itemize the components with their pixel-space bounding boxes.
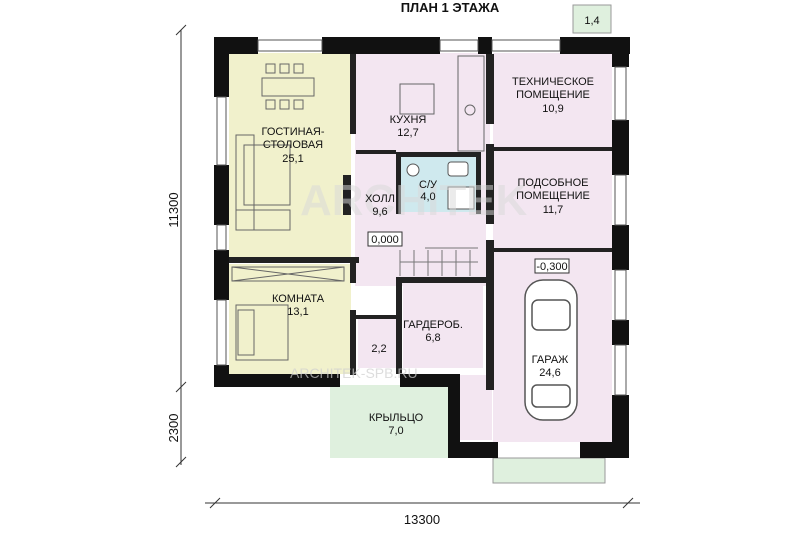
room-label: КОМНАТА (272, 293, 325, 305)
car-icon (524, 279, 578, 421)
garage-level-box (534, 258, 570, 274)
floor-level-box (367, 231, 403, 247)
porch-fill (330, 385, 448, 458)
kitchen-label: КУХНЯ (390, 114, 427, 126)
utility-room-label: ПОДСОБНОЕ (518, 177, 589, 189)
bathroom-label: С/У (419, 179, 438, 191)
porch-label: КРЫЛЬЦО (369, 412, 424, 424)
inner-walls (229, 54, 612, 390)
tech-room-fill (493, 53, 612, 148)
room-fills (229, 4, 612, 484)
watermark: ARCHITEK (300, 176, 528, 225)
tech-room-area: 10,9 (542, 103, 563, 115)
wardrobe-label: ГАРДЕРОБ. (403, 319, 463, 331)
bathroom-area: 4,0 (420, 191, 435, 203)
hall-label: ХОЛЛ (365, 193, 395, 205)
room-area: 13,1 (287, 306, 308, 318)
living-room-area: 25,1 (282, 153, 303, 165)
room-fill (229, 264, 351, 374)
outer-walls (214, 37, 630, 458)
garage-apron-fill (492, 457, 606, 484)
bed-icon (235, 304, 289, 361)
living-room-label-2: СТОЛОВАЯ (263, 139, 323, 151)
utility-room-area: 11,7 (543, 204, 564, 216)
bathroom-fixtures-icon (406, 161, 475, 210)
floor-level-label: 0,000 (371, 234, 399, 246)
vestibule-fill (358, 318, 396, 368)
tech-room-label: ТЕХНИЧЕСКОЕ (512, 76, 594, 88)
garage-label: ГАРАЖ (532, 354, 569, 366)
plan-title: ПЛАН 1 ЭТАЖА (401, 0, 500, 15)
dimension-lines (175, 24, 640, 509)
hall-area: 9,6 (372, 206, 387, 218)
windows (216, 39, 627, 396)
garage-area: 24,6 (539, 367, 560, 379)
kitchen-counter-icon (399, 55, 485, 152)
dining-table-icon (261, 63, 315, 110)
kitchen-area: 12,7 (397, 127, 418, 139)
vestibule-area: 2,2 (371, 343, 386, 355)
garage-level-label: -0,300 (536, 261, 567, 273)
wardrobe-icon (231, 266, 345, 282)
small-porch-area: 1,4 (584, 15, 599, 27)
kitchen-fill (355, 53, 490, 156)
dimension-width: 13300 (404, 512, 440, 527)
living-room-label: ГОСТИНАЯ- (262, 126, 325, 138)
small-porch-fill (572, 4, 612, 34)
tech-room-label-2: ПОМЕЩЕНИЕ (516, 89, 590, 101)
wardrobe-fill (403, 283, 483, 368)
dimension-height-main: 11300 (166, 192, 181, 227)
wardrobe-area: 6,8 (425, 332, 440, 344)
stairs-icon (399, 247, 478, 276)
porch-area: 7,0 (388, 425, 403, 437)
dimension-height-porch: 2300 (166, 414, 181, 443)
utility-room-label-2: ПОМЕЩЕНИЕ (516, 190, 590, 202)
watermark-url: ARCHITEK-SPB.RU (290, 365, 418, 381)
sofa-icon (235, 134, 291, 231)
utility-room-fill (493, 150, 612, 250)
